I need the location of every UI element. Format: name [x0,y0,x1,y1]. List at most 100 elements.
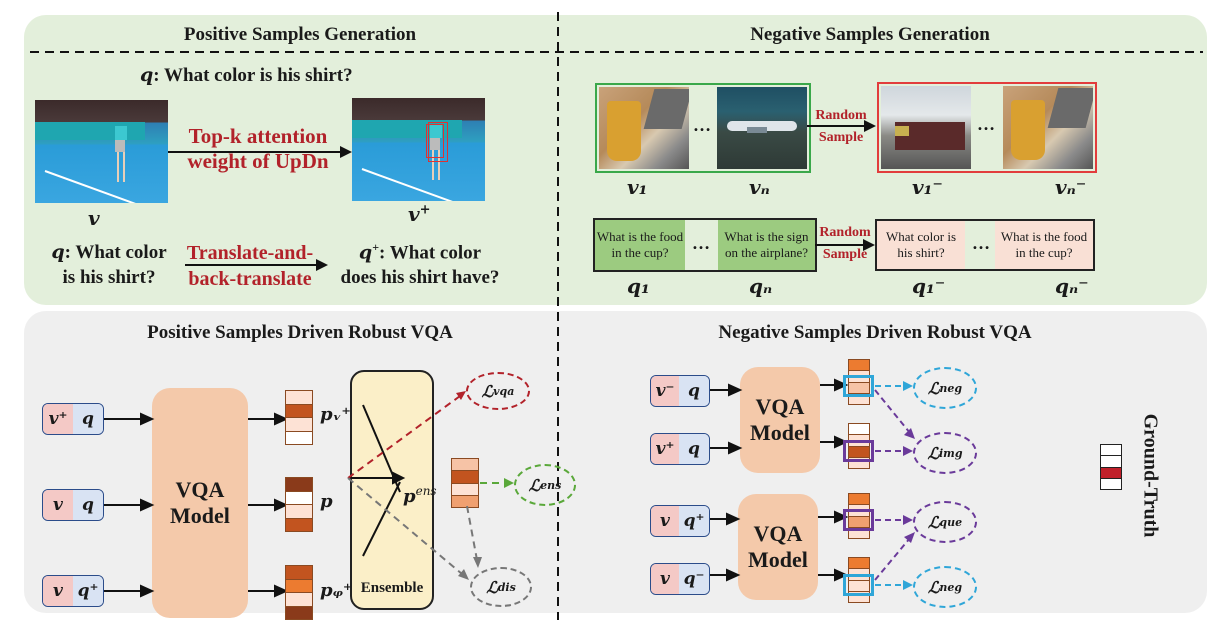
label-pvplus: pᵥ⁺ [320,404,351,425]
positive-vqa-title: Positive Samples Driven Robust VQA [147,322,453,343]
q-token: q⁺ [73,576,103,606]
v-token: v⁻ [651,376,679,406]
question-q: q: What color is his shirt? [44,240,174,290]
negative-image-set: … [877,82,1097,173]
attention-box [426,124,444,158]
loss-sub: neg [939,381,963,395]
loss-vqa-sub: vqa [493,384,515,398]
q-text-line2: is his shirt? [62,266,156,288]
label-q1: q₁ [627,274,650,298]
qplus-text-line2: does his shirt have? [340,267,500,289]
q-symbol: q [51,241,65,263]
q-text-line1: : What color [64,242,167,263]
label-v1: v₁ [627,175,648,199]
v-token: v⁺ [651,434,679,464]
question-header-text: : What color is his shirt? [153,65,353,86]
qplus-symbol: q [358,241,373,264]
prediction-bar-pqplus [285,565,313,620]
input-vplus-q: v⁺ q [42,403,104,435]
food-cup-image [599,87,689,169]
random-label: Random [815,108,867,123]
question-qn-neg: What is the food in the cup? [995,221,1093,269]
pens-base: p [403,486,416,507]
model-label: Model [170,503,230,528]
input-v-qplus: v q⁺ [42,575,104,607]
label-p: p [320,491,333,512]
loss-ens-sub: ens [540,478,562,492]
ensemble-box [350,370,434,610]
attention-label-line1: Top-k attention [188,124,328,148]
ellipsis: … [693,115,711,135]
highlight-box-purple [843,509,874,531]
positive-image-set: … [595,83,811,173]
sample-label: Sample [818,129,864,145]
question-qn: What is the sign on the airplane? [718,220,815,270]
label-vn-neg: vₙ⁻ [1055,175,1087,199]
label-q1-neg: q₁⁻ [912,274,946,298]
negative-question-set: What color is his shirt? … What is the f… [875,219,1095,271]
loss-sub: neg [939,580,963,594]
ellipsis: … [977,114,995,134]
input-v-q: v q [42,489,104,521]
v-token: v [651,506,679,536]
vqa-label: VQA [175,476,225,502]
loss-sub: que [939,515,963,529]
highlight-box-blue [843,574,874,596]
label-qn-neg: qₙ⁻ [1055,274,1089,298]
vplus-sup: + [419,202,431,218]
image-label-vplus: v+ [408,202,431,226]
q-token: q [73,490,103,520]
attention-label-line2: weight of UpDn [187,148,329,173]
negative-generation-title: Negative Samples Generation [750,24,990,45]
vqa-label: VQA [755,393,805,419]
label-v1-neg: v₁⁻ [912,175,943,199]
prediction-bar-p [285,477,313,532]
qplus-text-line1: : What color [379,242,482,264]
airplane-image [717,87,807,169]
tennis-image-vplus [352,98,485,201]
model-label: Model [748,547,808,572]
negative-vqa-title: Negative Samples Driven Robust VQA [718,322,1032,343]
highlight-box-blue [843,375,874,397]
v-token: v⁺ [43,404,73,434]
pens-sup: ens [415,484,437,498]
q-symbol: q [140,64,154,86]
question-q1-neg: What color is his shirt? [877,221,965,269]
attention-label: Top-k attention weight of UpDn [178,124,338,174]
question-header: q: What color is his shirt? [140,64,353,87]
random-sample-label-images: Random Sample [808,105,874,148]
v-token: v [43,576,73,606]
ground-truth-label: Ground-Truth [1139,413,1162,538]
q-token: q [679,434,709,464]
positive-generation-title: Positive Samples Generation [183,24,417,45]
label-pqplus: pᵩ⁺ [320,580,353,601]
q-token: q [679,376,709,406]
positive-question-set: What is the food in the cup? … What is t… [593,218,817,272]
label-pens: pens [403,484,437,507]
ground-truth-bar [1100,444,1122,490]
question-q1: What is the food in the cup? [595,220,685,270]
ensemble-label: Ensemble [360,580,424,596]
food-cup-image [1003,86,1093,169]
random-label: Random [819,225,871,240]
input-v-qplus: v q⁺ [650,505,710,537]
v-token: v [651,564,679,594]
q-token: q [73,404,103,434]
input-vplus-q: v⁺ q [650,433,710,465]
positive-vqa-panel [24,311,592,613]
translate-label-line2: back-translate [188,268,312,290]
